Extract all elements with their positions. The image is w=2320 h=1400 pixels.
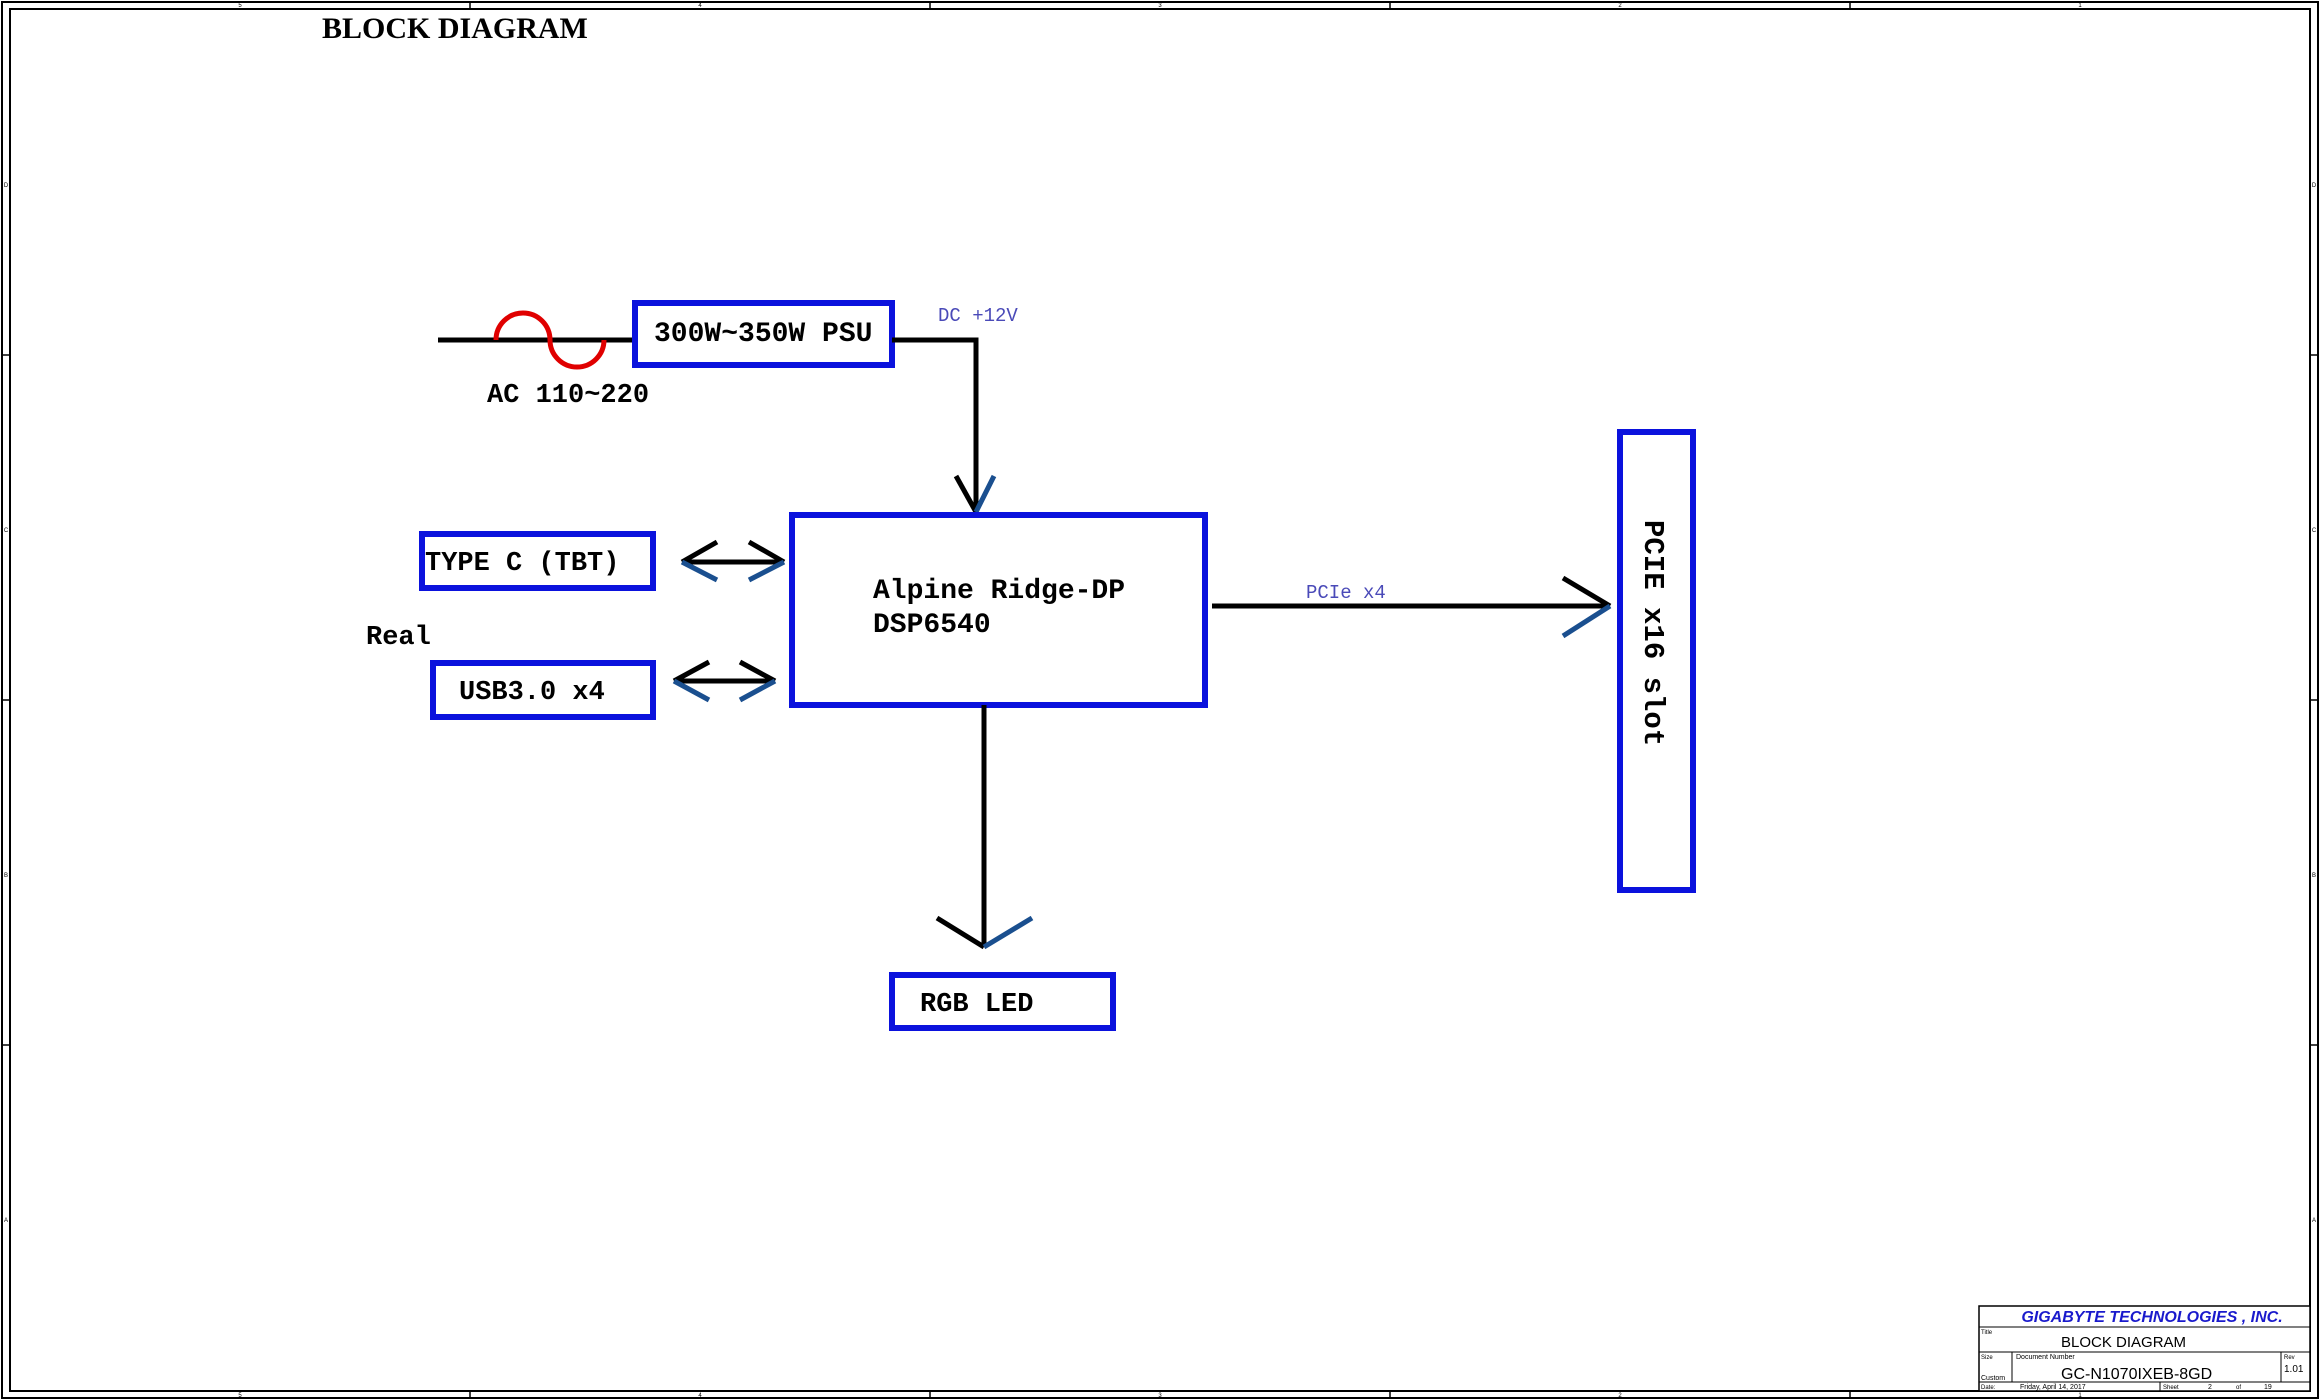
zone-right-b: B bbox=[2312, 873, 2316, 879]
dc-arrow-head-right bbox=[973, 474, 997, 514]
document-number: GC-N1070IXEB-8GD bbox=[2061, 1366, 2212, 1383]
size-caption: Size bbox=[1981, 1355, 1993, 1361]
pcie-link-label: PCIe x4 bbox=[1306, 582, 1386, 604]
zone-left-d: D bbox=[4, 183, 9, 189]
usb3-label: USB3.0 x4 bbox=[459, 678, 605, 708]
zone-top-5: 5 bbox=[238, 3, 242, 9]
zone-right-c: C bbox=[2312, 528, 2317, 534]
psu-block bbox=[632, 300, 895, 368]
type-c-label: TYPE C (TBT) bbox=[425, 549, 619, 579]
zone-bottom-3: 3 bbox=[1158, 1393, 1162, 1399]
alpine-ridge-controller-block bbox=[789, 512, 1208, 708]
sheet-total: 19 bbox=[2264, 1384, 2272, 1391]
zone-top-2: 2 bbox=[1618, 3, 1622, 9]
zone-bottom-4: 4 bbox=[698, 1393, 702, 1399]
controller-part-label: DSP6540 bbox=[873, 610, 991, 641]
rgb-link-arrow bbox=[935, 705, 1034, 950]
revision-caption: Rev bbox=[2284, 1355, 2295, 1361]
ac-source-symbol bbox=[493, 310, 607, 370]
pcie-link-arrow bbox=[1212, 575, 1612, 639]
type-c-link-arrow bbox=[680, 539, 786, 583]
usb3-block bbox=[430, 660, 656, 720]
zone-left-b: B bbox=[4, 873, 8, 879]
rgb-led-block bbox=[889, 972, 1116, 1031]
zone-markers: 5 4 3 2 1 5 4 3 2 1 D C B A D C B A bbox=[4, 3, 2317, 1399]
document-number-caption: Document Number bbox=[2016, 1354, 2075, 1361]
size-value: Custom bbox=[1981, 1375, 2005, 1382]
company-name: GIGABYTE TECHNOLOGIES , INC. bbox=[2021, 1309, 2282, 1326]
real-label: Real bbox=[366, 623, 431, 653]
title-block-title: BLOCK DIAGRAM bbox=[2061, 1334, 2186, 1351]
date-caption: Date: bbox=[1981, 1385, 1996, 1391]
zone-top-3: 3 bbox=[1158, 3, 1162, 9]
sheet-number: 2 bbox=[2208, 1384, 2212, 1391]
sheet-caption: Sheet bbox=[2163, 1385, 2179, 1391]
usb-link-arrow bbox=[672, 659, 777, 703]
pcie-slot-label: PCIE x16 slot bbox=[1636, 520, 1669, 746]
zone-left-c: C bbox=[4, 528, 9, 534]
pcie-x16-slot-block bbox=[1617, 429, 1696, 893]
diagram-heading: BLOCK DIAGRAM bbox=[322, 12, 588, 45]
psu-label: 300W~350W PSU bbox=[654, 319, 872, 350]
zone-right-a: A bbox=[2312, 1218, 2316, 1224]
zone-top-1: 1 bbox=[2078, 3, 2082, 9]
zone-bottom-5: 5 bbox=[238, 1393, 242, 1399]
zone-bottom-2: 2 bbox=[1618, 1393, 1622, 1399]
dc-voltage-label: DC +12V bbox=[938, 305, 1018, 327]
zone-bottom-1: 1 bbox=[2078, 1393, 2082, 1399]
zone-top-4: 4 bbox=[698, 3, 702, 9]
revision-value: 1.01 bbox=[2284, 1364, 2304, 1375]
title-block: GIGABYTE TECHNOLOGIES , INC. Title BLOCK… bbox=[1978, 1305, 2311, 1392]
sheet-of-caption: of bbox=[2236, 1385, 2241, 1391]
dc-arrow-head-left bbox=[953, 474, 979, 514]
rgb-led-label: RGB LED bbox=[920, 990, 1033, 1020]
dc-power-wire bbox=[892, 337, 979, 512]
zone-right-d: D bbox=[2312, 183, 2317, 189]
title-caption: Title bbox=[1981, 1330, 1993, 1336]
controller-name-label: Alpine Ridge-DP bbox=[873, 576, 1125, 607]
ac-voltage-label: AC 110~220 bbox=[487, 381, 649, 411]
date-value: Friday, April 14, 2017 bbox=[2020, 1384, 2086, 1391]
zone-left-a: A bbox=[4, 1218, 8, 1224]
type-c-block bbox=[419, 531, 656, 591]
